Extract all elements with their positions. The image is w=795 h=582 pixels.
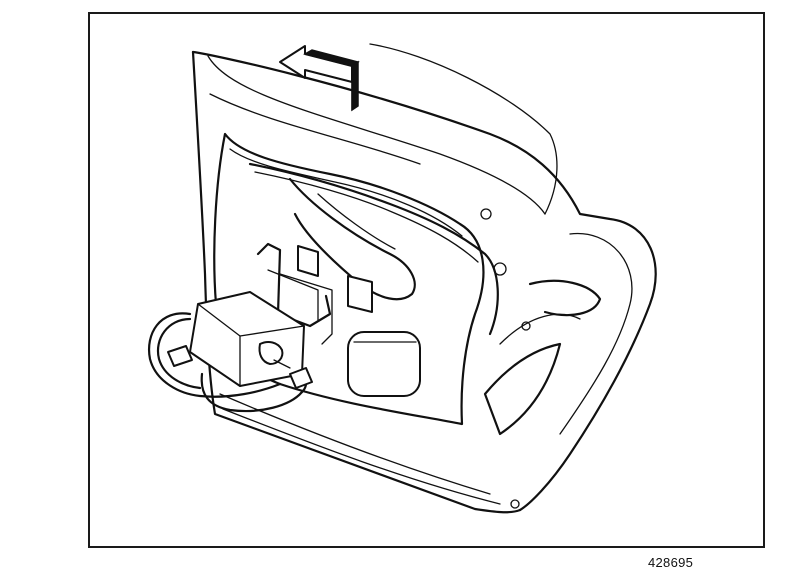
control-module	[189, 291, 305, 387]
forward-arrow-icon	[279, 45, 360, 112]
door-pull-cup	[483, 279, 602, 436]
door-seal-ridge	[248, 162, 531, 509]
figure-frame	[88, 12, 765, 548]
wire-harness	[147, 312, 313, 413]
door-shell-outline	[191, 43, 657, 514]
speaker-opening	[347, 331, 421, 397]
figure-number: 428695	[648, 555, 694, 570]
door-illustration	[147, 43, 657, 514]
access-openings	[279, 245, 373, 345]
